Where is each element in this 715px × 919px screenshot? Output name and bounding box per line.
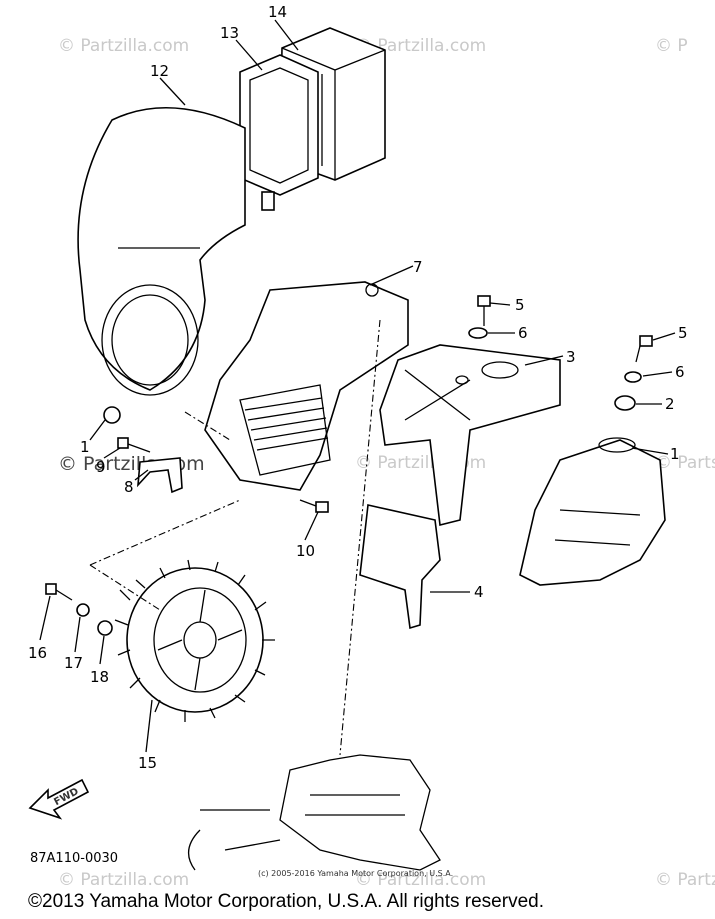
part-fan-shroud	[77, 106, 246, 396]
watermark: © Partzilla.com	[355, 36, 486, 56]
callout-5: 5	[678, 324, 688, 342]
callout-4: 4	[474, 583, 484, 601]
part-grommet	[103, 406, 121, 424]
part-washer	[97, 620, 113, 636]
part-cover	[519, 437, 666, 586]
callout-2: 2	[665, 395, 675, 413]
part-bolt	[477, 295, 491, 326]
watermark: © P	[655, 36, 688, 56]
part-washer	[468, 327, 488, 339]
callout-8: 8	[124, 478, 134, 496]
watermark: © Partzilla.com	[58, 36, 189, 56]
part-flywheel-fan	[114, 559, 275, 722]
part-washer	[624, 371, 642, 383]
callout-16: 16	[28, 644, 47, 662]
copyright-notice: ©2013 Yamaha Motor Corporation, U.S.A. A…	[28, 891, 544, 912]
watermark: © Partzilla.com	[355, 870, 486, 890]
callout-6: 6	[675, 363, 685, 381]
watermark: © Partzilla.com	[58, 870, 189, 890]
callout-15: 15	[138, 754, 157, 772]
callout-9: 9	[96, 458, 106, 476]
part-bolt	[45, 583, 73, 601]
callout-13: 13	[220, 24, 239, 42]
part-bracket	[379, 344, 561, 526]
part-small-bracket	[137, 457, 183, 494]
part-bolt	[299, 499, 329, 513]
callout-1: 1	[670, 445, 680, 463]
watermark: © Parts	[655, 453, 715, 473]
part-cylinder-shroud	[204, 281, 409, 491]
callout-7: 7	[413, 258, 423, 276]
watermark: © Partzilla.com	[655, 870, 715, 890]
callout-3: 3	[566, 348, 576, 366]
callout-6: 6	[518, 324, 528, 342]
callout-10: 10	[296, 542, 315, 560]
callout-12: 12	[150, 62, 169, 80]
part-gasket	[239, 54, 319, 211]
part-bolt	[635, 335, 653, 363]
engine-outline	[188, 754, 441, 871]
watermark: © Partzilla.com	[58, 453, 205, 475]
part-plate	[359, 504, 441, 630]
callout-14: 14	[268, 3, 287, 21]
callout-18: 18	[90, 668, 109, 686]
part-grommet	[614, 395, 636, 411]
callout-17: 17	[64, 654, 83, 672]
part-washer	[76, 603, 90, 617]
forward-arrow-icon: FWD	[28, 778, 90, 820]
callout-1: 1	[80, 438, 90, 456]
small-copyright: (c) 2005-2016 Yamaha Motor Corporation, …	[258, 869, 453, 878]
callout-5: 5	[515, 296, 525, 314]
part-bolt	[117, 437, 151, 453]
drawing-code: 87A110-0030	[30, 851, 118, 866]
